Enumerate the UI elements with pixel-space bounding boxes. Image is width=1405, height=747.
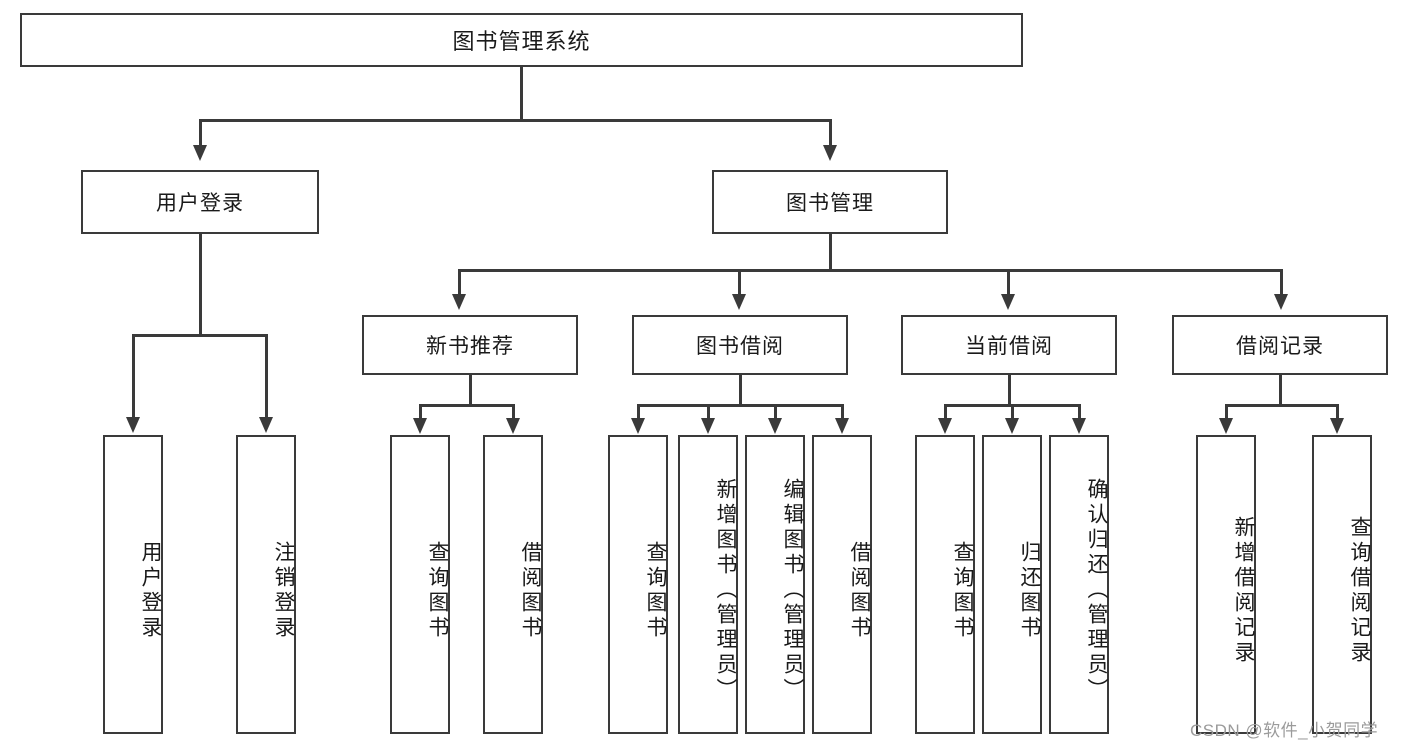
edge-level3-drop-1 [458, 269, 461, 295]
leaf-logout[interactable]: 注销登录 [236, 435, 296, 734]
leaf-return-book[interactable]: 归还图书 [982, 435, 1042, 734]
arrowhead-to-leaf-edit-book [768, 418, 782, 434]
arrowhead-to-leaf-return-book [1005, 418, 1019, 434]
edge-current-borrow-drop-1 [944, 404, 947, 419]
arrowhead-to-leaf-user-login [126, 417, 140, 433]
edge-current-borrow-drop-2 [1011, 404, 1014, 419]
edge-level2-bar [199, 119, 832, 122]
edge-book-borrow-drop-2 [707, 404, 710, 419]
leaf-user-login[interactable]: 用户登录 [103, 435, 163, 734]
edge-borrow-record-bar [1225, 404, 1338, 407]
edge-root-stem [520, 67, 523, 121]
arrowhead-to-borrow-record [1274, 294, 1288, 310]
edge-level3-bar [458, 269, 1283, 272]
edge-book-borrow-stem [739, 375, 742, 406]
leaf-query-book-borrow[interactable]: 查询图书 [608, 435, 668, 734]
edge-level3-drop-3 [1007, 269, 1010, 295]
edge-book-borrow-bar [637, 404, 842, 407]
arrowhead-to-leaf-add-book [701, 418, 715, 434]
edge-book-borrow-drop-1 [637, 404, 640, 419]
edge-user-login-drop-2 [265, 334, 268, 418]
edge-book-borrow-drop-3 [774, 404, 777, 419]
edge-user-login-bar [132, 334, 267, 337]
edge-book-management-stem [829, 234, 832, 271]
node-book-borrow[interactable]: 图书借阅 [632, 315, 848, 375]
leaf-edit-book-admin[interactable]: 编辑图书（管理员） [745, 435, 805, 734]
edge-borrow-record-stem [1279, 375, 1282, 406]
leaf-borrow-book-new[interactable]: 借阅图书 [483, 435, 543, 734]
edge-user-login-drop-1 [132, 334, 135, 418]
arrowhead-to-book-borrow [732, 294, 746, 310]
edge-new-book-stem [469, 375, 472, 406]
node-user-login[interactable]: 用户登录 [81, 170, 319, 234]
csdn-watermark: CSDN @软件_小贺同学 [1190, 721, 1379, 740]
edge-new-book-drop-2 [512, 404, 515, 419]
arrowhead-to-leaf-confirm-return [1072, 418, 1086, 434]
arrowhead-to-leaf-add-record [1219, 418, 1233, 434]
arrowhead-to-leaf-query-record [1330, 418, 1344, 434]
arrowhead-to-leaf-query-book-1 [413, 418, 427, 434]
edge-level3-drop-4 [1280, 269, 1283, 295]
edge-borrow-record-drop-2 [1336, 404, 1339, 419]
edge-level2-drop-right [829, 119, 832, 146]
edge-current-borrow-drop-3 [1078, 404, 1081, 419]
arrowhead-to-leaf-query-book-3 [938, 418, 952, 434]
leaf-borrow-book-borrow[interactable]: 借阅图书 [812, 435, 872, 734]
arrowhead-to-leaf-logout [259, 417, 273, 433]
edge-borrow-record-drop-1 [1225, 404, 1228, 419]
arrowhead-to-leaf-borrow-book-2 [835, 418, 849, 434]
arrowhead-to-current-borrow [1001, 294, 1015, 310]
leaf-query-book-new[interactable]: 查询图书 [390, 435, 450, 734]
node-book-management[interactable]: 图书管理 [712, 170, 948, 234]
leaf-add-book-admin[interactable]: 新增图书（管理员） [678, 435, 738, 734]
edge-user-login-stem [199, 234, 202, 336]
edge-level3-drop-2 [738, 269, 741, 295]
edge-new-book-drop-1 [419, 404, 422, 419]
node-current-borrow[interactable]: 当前借阅 [901, 315, 1117, 375]
node-borrow-record[interactable]: 借阅记录 [1172, 315, 1388, 375]
node-root-book-management-system[interactable]: 图书管理系统 [20, 13, 1023, 67]
node-new-book-recommend[interactable]: 新书推荐 [362, 315, 578, 375]
leaf-query-borrow-record[interactable]: 查询借阅记录 [1312, 435, 1372, 734]
leaf-add-borrow-record[interactable]: 新增借阅记录 [1196, 435, 1256, 734]
leaf-query-book-current[interactable]: 查询图书 [915, 435, 975, 734]
arrowhead-to-leaf-borrow-book-1 [506, 418, 520, 434]
edge-book-borrow-drop-4 [841, 404, 844, 419]
edge-new-book-bar [419, 404, 514, 407]
arrowhead-to-book-management [823, 145, 837, 161]
edge-current-borrow-stem [1008, 375, 1011, 406]
arrowhead-to-user-login [193, 145, 207, 161]
arrowhead-to-leaf-query-book-2 [631, 418, 645, 434]
leaf-confirm-return-admin[interactable]: 确认归还（管理员） [1049, 435, 1109, 734]
edge-level2-drop-left [199, 119, 202, 146]
arrowhead-to-new-book-recommend [452, 294, 466, 310]
